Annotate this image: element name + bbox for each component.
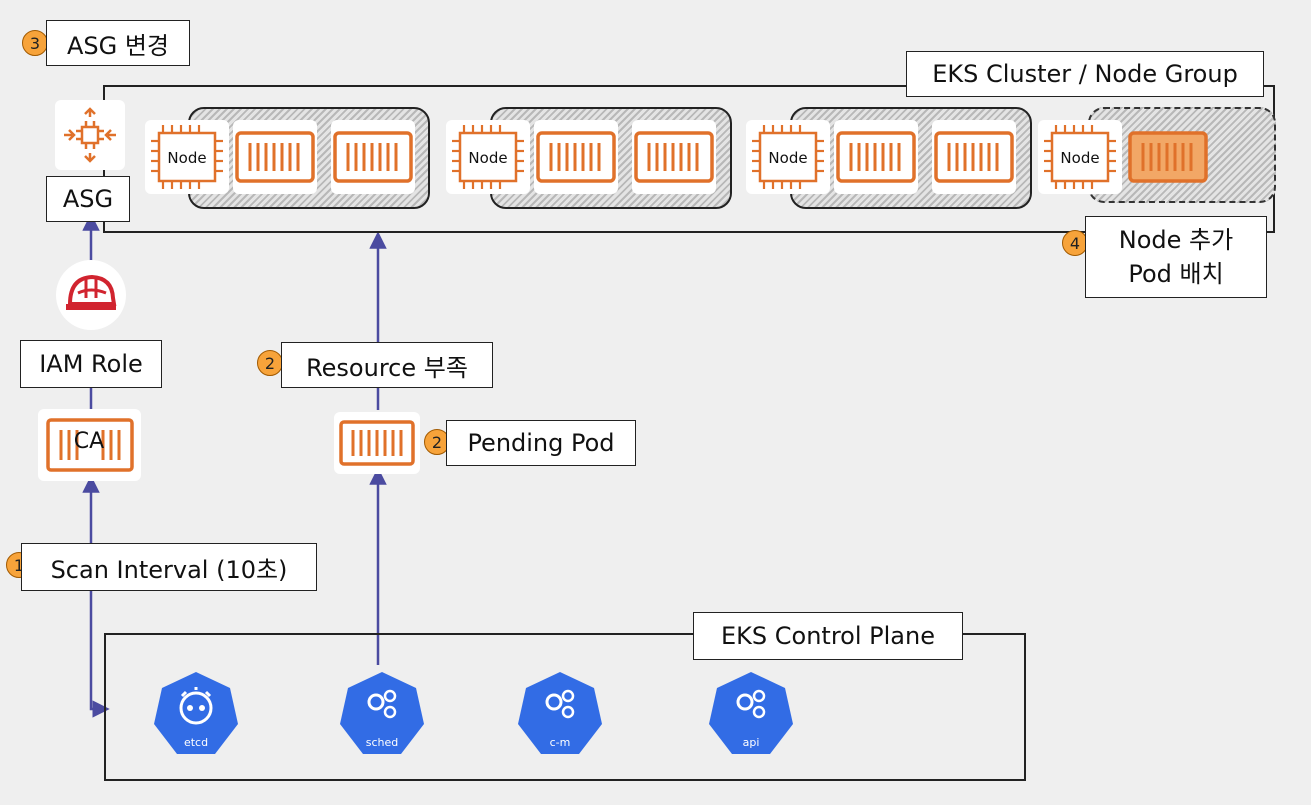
pod-icon — [632, 120, 716, 194]
etcd-icon: etcd — [152, 668, 240, 764]
node-icon: Node — [1038, 120, 1122, 194]
resource-shortage-label: Resource 부족 — [281, 342, 493, 388]
step-badge-3: 3 — [22, 30, 48, 56]
ca-pod: CA — [38, 409, 141, 481]
pending-pod-label: Pending Pod — [446, 420, 636, 466]
iam-role-label: IAM Role — [20, 340, 162, 388]
svg-text:Node: Node — [768, 149, 807, 167]
node-icon: Node — [145, 120, 229, 194]
api-icon: api — [707, 668, 795, 764]
pod-icon — [233, 120, 317, 194]
ca-label: CA — [73, 429, 105, 454]
scan-interval-label: Scan Interval (10초) — [21, 543, 317, 591]
new-pod-icon — [1126, 120, 1210, 194]
svg-text:c-m: c-m — [550, 736, 571, 749]
add-node-line-1: Node 추가 — [1118, 226, 1234, 254]
cm-icon: c-m — [516, 668, 604, 764]
asg-label: ASG — [46, 176, 130, 222]
sched-icon: sched — [338, 668, 426, 764]
add-node-label: Node 추가 Pod 배치 — [1085, 216, 1267, 298]
svg-text:Node: Node — [167, 149, 206, 167]
asg-icon — [55, 100, 125, 170]
cluster-title: EKS Cluster / Node Group — [906, 51, 1264, 97]
node-icon: Node — [446, 120, 530, 194]
svg-text:api: api — [743, 736, 760, 749]
add-node-line-2: Pod 배치 — [1128, 260, 1224, 288]
pod-icon — [331, 120, 415, 194]
control-plane-title: EKS Control Plane — [693, 612, 963, 660]
svg-text:sched: sched — [366, 736, 399, 749]
iam-role-icon — [56, 260, 126, 330]
step-badge-2a: 2 — [257, 350, 283, 376]
pod-icon — [534, 120, 618, 194]
pod-icon — [834, 120, 918, 194]
asg-change-label: ASG 변경 — [46, 20, 190, 66]
pending-pod — [334, 412, 420, 474]
step-badge-2b: 2 — [424, 429, 450, 455]
step-badge-4: 4 — [1062, 230, 1088, 256]
svg-text:etcd: etcd — [184, 736, 208, 749]
scan-to-control-plane-arrow — [89, 590, 110, 718]
pod-icon — [932, 120, 1016, 194]
svg-text:Node: Node — [468, 149, 507, 167]
svg-text:Node: Node — [1060, 149, 1099, 167]
eks-control-plane-box — [104, 633, 1026, 781]
node-icon: Node — [746, 120, 830, 194]
